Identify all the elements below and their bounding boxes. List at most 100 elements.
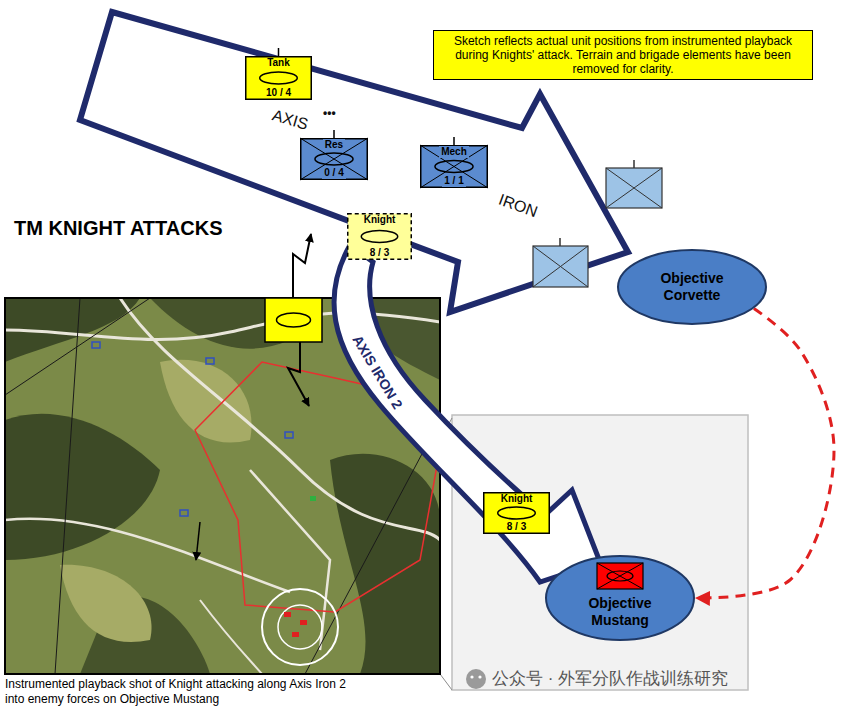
unit-symbol: Tank 10 / 4 <box>245 56 312 100</box>
objective-ellipse: Objective Corvette <box>617 249 767 325</box>
unit-stem <box>633 160 635 168</box>
map-frame <box>5 298 440 674</box>
enemy-cross <box>597 563 643 589</box>
unit-strength: 0 / 4 <box>322 167 345 179</box>
forest-area <box>5 414 160 560</box>
unit-cross <box>606 168 662 208</box>
caption-wrap: Instrumented playback shot of Knight att… <box>5 677 365 707</box>
unit-frame <box>348 214 412 260</box>
enemy-marker <box>292 632 299 637</box>
enemy-unit-symbol <box>597 563 643 589</box>
unit-cross <box>420 145 488 188</box>
movement-arrow <box>293 234 311 298</box>
unit-symbol <box>606 160 662 208</box>
movement-arrow <box>288 342 309 406</box>
axis-label: IRON <box>496 190 540 222</box>
unit-marker <box>180 510 188 516</box>
zoom-line <box>440 674 452 690</box>
unit-cross <box>300 138 368 180</box>
grid-line <box>5 298 150 395</box>
armor-oval <box>435 161 473 173</box>
diagram-title-wrap: TM KNIGHT ATTACKS <box>14 216 223 241</box>
armor-oval <box>315 153 353 165</box>
inset-panel <box>452 415 748 690</box>
unit-symbol: Knight 8 / 3 <box>347 213 412 260</box>
unit-stem <box>559 238 561 246</box>
open-field <box>160 360 252 443</box>
echelon-mark: ••• <box>323 106 336 121</box>
road <box>5 519 290 592</box>
armor-oval <box>260 72 298 84</box>
axis-label-wrap: IRON <box>496 190 540 222</box>
unit-marker <box>285 432 293 438</box>
unit-cross <box>533 246 588 287</box>
armor-oval <box>361 231 397 243</box>
unit-frame <box>246 57 312 100</box>
enemy-marker <box>284 612 291 617</box>
unit-stem <box>453 137 455 145</box>
unit-name: Mech <box>439 146 469 158</box>
armor-oval <box>277 313 311 327</box>
unit-marker <box>206 358 214 364</box>
objective-ellipse-outline <box>546 556 694 640</box>
axis-label: AXIS <box>270 105 311 134</box>
enemy-marker <box>300 620 307 625</box>
unit-stem <box>333 130 335 138</box>
unit-symbol: Mech 1 / 1 <box>420 145 488 188</box>
objective-name: Objective Corvette <box>642 270 742 304</box>
unit-frame <box>484 493 550 534</box>
grid-line <box>55 298 80 674</box>
unit-frame <box>265 298 322 342</box>
unit-frame <box>421 146 488 188</box>
unit-frame <box>606 168 662 208</box>
unit-strength: 8 / 3 <box>505 521 528 533</box>
red-dashed-arrow <box>695 308 834 598</box>
axis-label-wrap: AXIS <box>270 105 311 134</box>
enemy-frame <box>597 563 643 589</box>
unit-marker <box>92 342 100 348</box>
unit-name: Knight <box>499 493 535 505</box>
icon-dot <box>470 675 473 678</box>
axis-arrow <box>334 245 600 582</box>
unit-frame <box>533 246 588 287</box>
axis-label-wrap: AXIS IRON 2 <box>349 332 407 413</box>
terrain-ground <box>5 298 440 674</box>
unit-name: Tank <box>265 57 292 69</box>
watermark-wrap: 公众号 · 外军分队作战训练研究 <box>492 668 728 689</box>
armor-oval <box>607 571 633 581</box>
unit-marker <box>310 496 316 501</box>
caption: Instrumented playback shot of Knight att… <box>5 677 365 707</box>
unit-name: Res <box>323 139 345 151</box>
unit-strength: 1 / 1 <box>442 175 465 187</box>
axis-label: AXIS IRON 2 <box>349 332 407 413</box>
road <box>200 600 262 674</box>
objective-ellipse-outline <box>618 250 766 324</box>
forest-area <box>330 454 440 674</box>
unit-symbol: Knight 8 / 3 <box>483 492 550 534</box>
compound-ring <box>262 589 338 665</box>
icon-disc <box>466 669 486 689</box>
note-box: Sketch reflects actual unit positions fr… <box>433 30 813 80</box>
compound-ring <box>278 605 322 649</box>
unit-name: Knight <box>362 214 398 226</box>
unit-symbol: Res 0 / 4 <box>300 138 368 180</box>
unit-symbol <box>533 238 588 287</box>
armor-oval <box>498 507 536 519</box>
objective-name: Objective Mustang <box>570 595 670 629</box>
unit-strength: 10 / 4 <box>264 87 293 99</box>
watermark: 公众号 · 外军分队作战训练研究 <box>492 668 728 689</box>
unit-symbol <box>265 298 322 342</box>
unit-strength: 8 / 3 <box>368 247 391 259</box>
open-field <box>60 565 152 642</box>
unit-frame <box>301 139 368 180</box>
diagram-title: TM KNIGHT ATTACKS <box>14 216 223 241</box>
icon-dot <box>478 675 481 678</box>
wechat-icon <box>466 669 486 689</box>
objective-ellipse: Objective Mustang <box>545 555 695 641</box>
movement-arrow <box>196 522 200 560</box>
unit-stem <box>278 48 280 56</box>
